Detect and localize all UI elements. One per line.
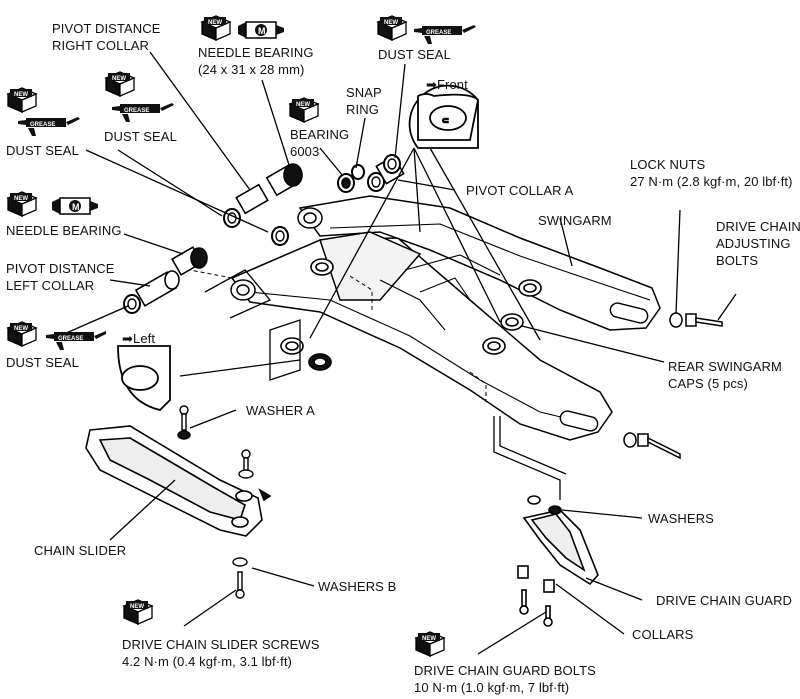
arrow-right-icon: ➡ [426,77,437,92]
drive-chain-guard-part [517,495,599,627]
slider-screws [177,405,254,599]
svg-text:NEW: NEW [14,92,28,98]
svg-text:NEW: NEW [14,326,28,332]
new-icon-dust-seal-left: NEW [7,87,37,113]
label-dust-seal-bottom-left: DUST SEAL [6,355,79,370]
left-arrow-label: ➡Left [122,331,156,346]
new-icon-slider-screws: NEW [123,599,153,625]
svg-text:NEW: NEW [112,76,126,82]
svg-text:NEW: NEW [422,636,436,642]
new-icon-bearing-6003: NEW [289,97,319,123]
label-pivot-collar-a: PIVOT COLLAR A [466,183,574,198]
svg-text:GREASE: GREASE [426,30,451,36]
label-needle-bearing-left: NEEDLE BEARING [6,223,122,238]
rear-swingarm-caps [280,258,542,371]
label-dust-seal-left-top: DUST SEAL [6,143,79,158]
new-and-moly-icon-top: NEW M [201,15,285,41]
svg-text:⊂: ⊂ [442,116,449,125]
svg-text:NEW: NEW [130,604,144,610]
adjusting-bolts [623,312,723,460]
svg-text:GREASE: GREASE [124,108,149,114]
new-icon-guard-bolts: NEW [415,631,445,657]
svg-text:GREASE: GREASE [58,336,83,342]
svg-text:GREASE: GREASE [30,122,55,128]
dashed-lines [189,269,487,402]
grease-icon-dust-seal-left: GREASE [18,117,80,136]
svg-text:M: M [72,202,80,212]
label-collars: COLLARS [632,627,694,642]
svg-text:NEW: NEW [384,20,398,26]
pivot-bosses [230,207,323,301]
new-and-grease-icon-bottom-left: NEW GREASE [7,321,106,350]
chain-slider-part [85,425,272,537]
label-washers: WASHERS [648,511,714,526]
label-washer-a: WASHER A [246,403,315,418]
label-drive-chain-guard: DRIVE CHAIN GUARD [656,593,793,608]
label-swingarm: SWINGARM [538,213,612,228]
pivot-parts-left [123,226,289,314]
swingarm-details [249,223,651,425]
svg-text:NEW: NEW [14,196,28,202]
svg-text:NEW: NEW [296,102,310,108]
axle-slots [559,302,649,432]
label-dust-seal-mid: DUST SEAL [104,129,177,144]
front-detail: ⊂ [408,84,479,149]
label-washers-b: WASHERS B [318,579,397,594]
arrow-right-icon: ➡ [122,331,133,346]
swingarm-body [230,195,661,441]
new-icon-dust-seal-mid: NEW [105,71,135,97]
label-needle-bearing-top: NEEDLE BEARING(24 x 31 x 28 mm) [198,45,314,77]
new-and-grease-icon-top-right: NEW GREASE [377,15,476,44]
label-dust-seal-top-right: DUST SEAL [378,47,451,62]
label-chain-slider: CHAIN SLIDER [34,543,127,558]
leader-lines [63,51,737,655]
new-and-moly-icon-left: NEW M [7,191,99,217]
left-detail [117,345,171,411]
pivot-parts-right [223,154,405,228]
svg-text:NEW: NEW [208,20,222,26]
svg-text:M: M [258,26,266,36]
front-arrow-label: ➡Front [426,77,468,92]
grease-icon-dust-seal-mid: GREASE [112,103,174,122]
